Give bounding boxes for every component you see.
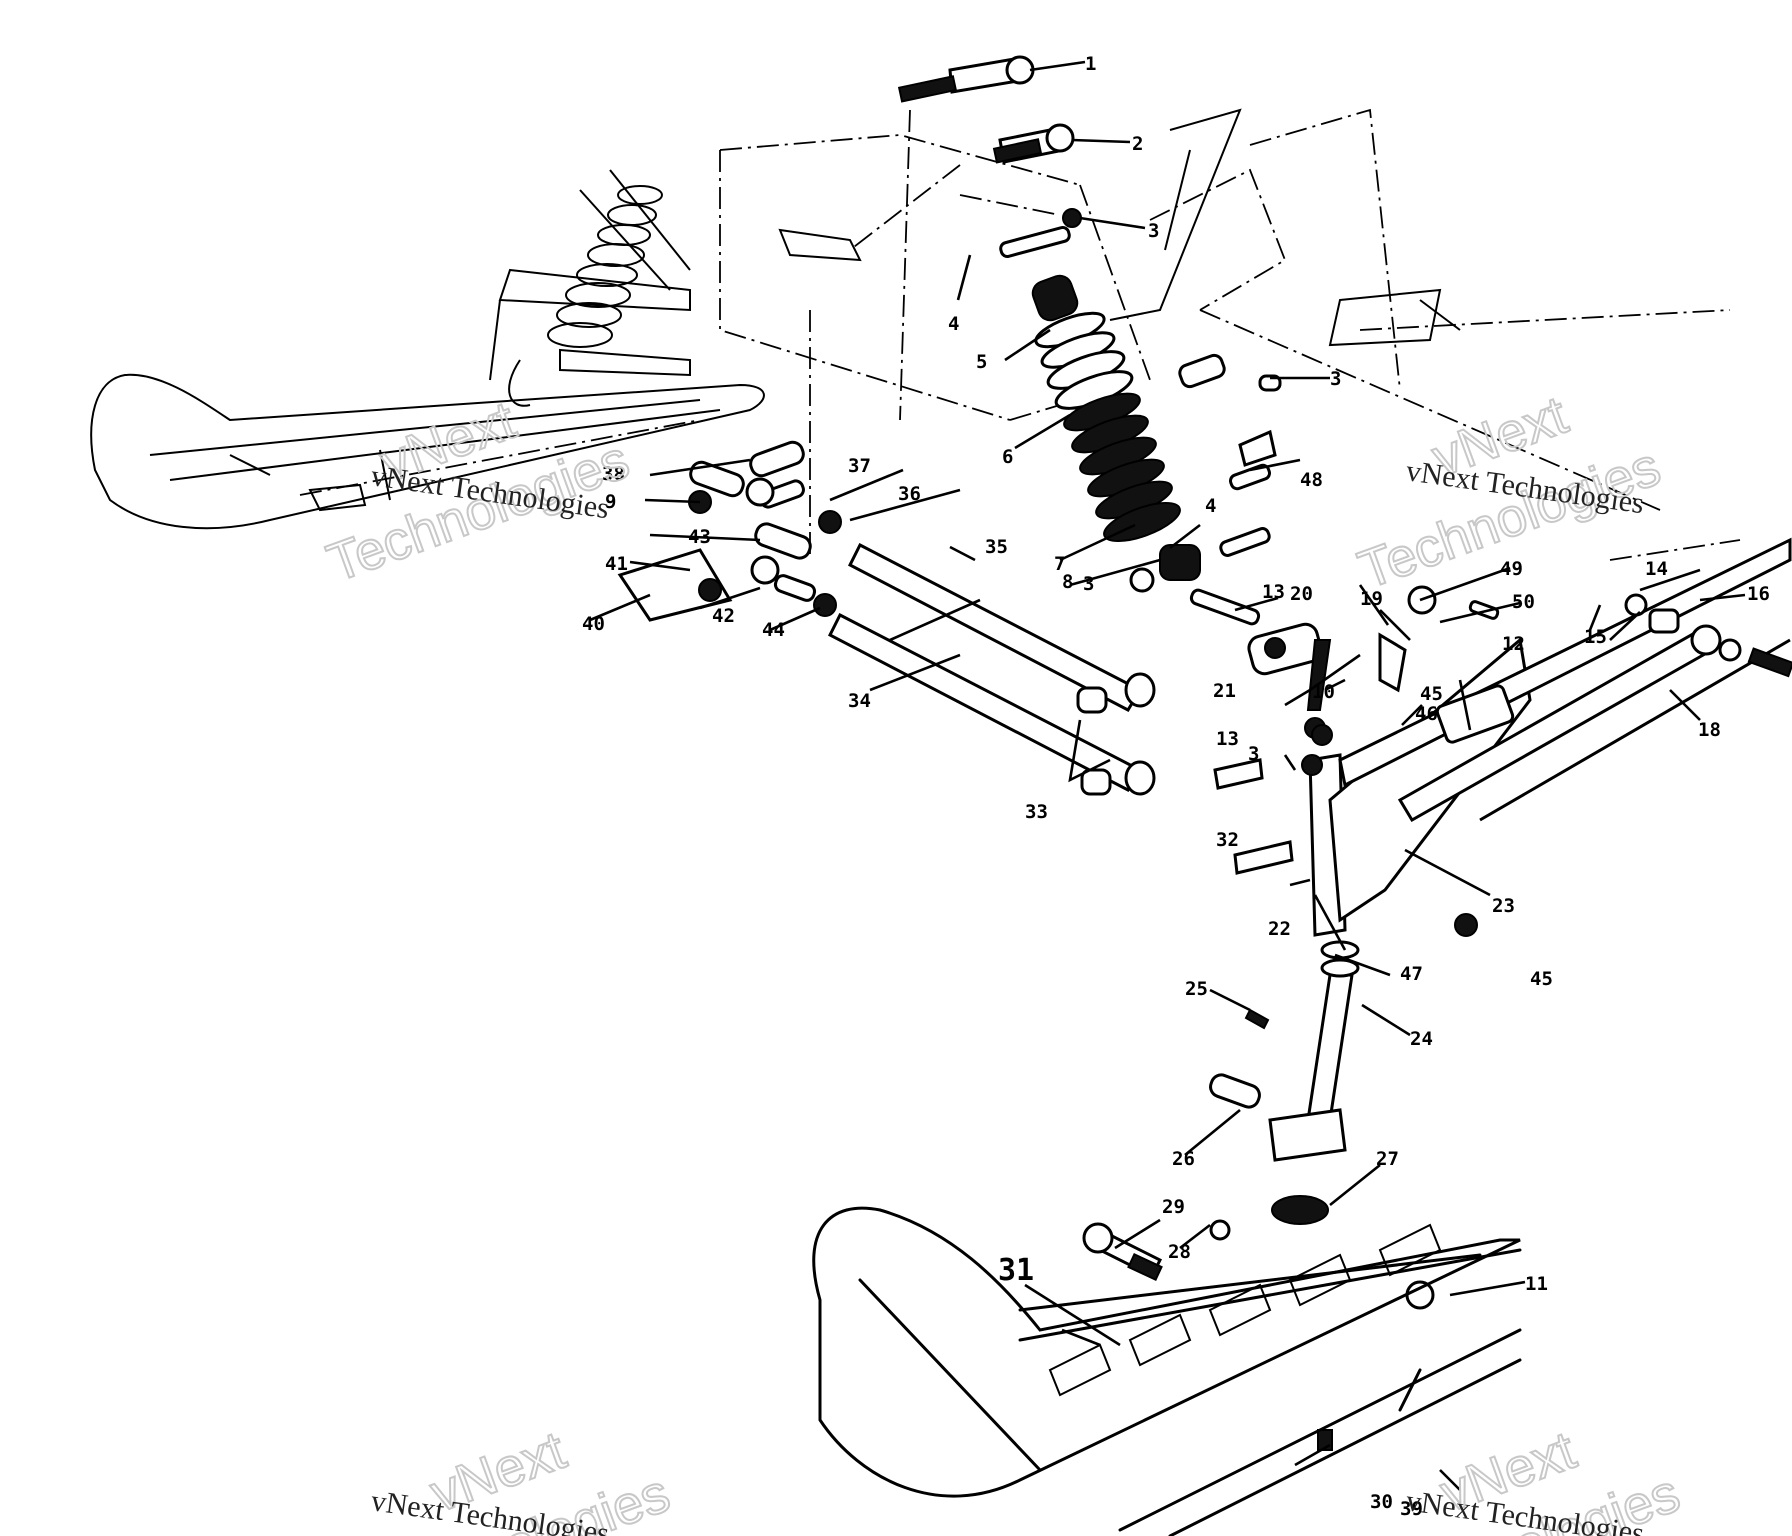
callout-44: 44 bbox=[762, 619, 785, 641]
callout-48: 48 bbox=[1300, 469, 1323, 491]
callout-27: 27 bbox=[1376, 1148, 1399, 1170]
callout-6: 6 bbox=[1002, 446, 1013, 468]
callout-13: 13 bbox=[1262, 581, 1285, 603]
left-brackets bbox=[617, 440, 842, 622]
bolt-1-axis bbox=[899, 109, 911, 421]
callout-10: 10 bbox=[1312, 681, 1335, 703]
callout-37: 37 bbox=[848, 455, 871, 477]
callout-24: 24 bbox=[1410, 1028, 1433, 1050]
callout-11: 11 bbox=[1525, 1273, 1548, 1295]
callout-labels: 1 2 3 3 3 3 4 4 5 6 7 8 10 11 12 13 13 1… bbox=[582, 53, 1770, 1520]
callout-28: 28 bbox=[1168, 1241, 1191, 1263]
callout-3: 3 bbox=[1083, 573, 1094, 595]
callout-38: 38 bbox=[602, 463, 625, 485]
front-shock-absorber bbox=[1031, 274, 1201, 581]
callout-16: 16 bbox=[1747, 583, 1770, 605]
callout-4: 4 bbox=[948, 313, 959, 335]
steering-arm-18 bbox=[1397, 593, 1792, 823]
callout-41: 41 bbox=[605, 553, 628, 575]
callout-2: 2 bbox=[1132, 133, 1143, 155]
bolt-2-axis bbox=[849, 164, 961, 251]
left-ski-phantom bbox=[90, 373, 765, 530]
callout-3: 3 bbox=[1330, 368, 1341, 390]
callout-26: 26 bbox=[1172, 1148, 1195, 1170]
callout-45: 45 bbox=[1420, 683, 1443, 705]
callout-40: 40 bbox=[582, 613, 605, 635]
bolt-2 bbox=[992, 123, 1075, 164]
callout-50: 50 bbox=[1512, 591, 1535, 613]
callout-15: 15 bbox=[1584, 626, 1607, 648]
callout-39: 39 bbox=[1400, 1498, 1423, 1520]
spindle-24 bbox=[1268, 940, 1360, 1225]
callout-43: 43 bbox=[688, 526, 711, 548]
callout-22: 22 bbox=[1268, 918, 1291, 940]
callout-21: 21 bbox=[1213, 680, 1236, 702]
callout-30: 30 bbox=[1370, 1491, 1393, 1513]
callout-29: 29 bbox=[1162, 1196, 1185, 1218]
callout-12: 12 bbox=[1502, 633, 1525, 655]
callout-31: 31 bbox=[998, 1253, 1034, 1288]
callout-42: 42 bbox=[712, 605, 735, 627]
callout-25: 25 bbox=[1185, 978, 1208, 1000]
callout-8: 8 bbox=[1062, 571, 1073, 593]
callout-19: 19 bbox=[1360, 588, 1383, 610]
callout-35: 35 bbox=[985, 536, 1008, 558]
front-ski-31 bbox=[812, 1206, 1522, 1536]
callout-32: 32 bbox=[1216, 829, 1239, 851]
lower-control-arm-34 bbox=[827, 612, 1156, 796]
callout-18: 18 bbox=[1698, 719, 1721, 741]
callout-5: 5 bbox=[976, 351, 987, 373]
callout-47: 47 bbox=[1400, 963, 1423, 985]
left-shock-phantom bbox=[489, 169, 691, 407]
frame-bulkhead-phantom bbox=[719, 108, 1741, 561]
callout-3: 3 bbox=[1148, 220, 1159, 242]
callout-13: 13 bbox=[1216, 728, 1239, 750]
bushings-33 bbox=[1076, 686, 1112, 796]
callout-46: 46 bbox=[1415, 703, 1438, 725]
callout-45: 45 bbox=[1530, 968, 1553, 990]
callout-49: 49 bbox=[1500, 558, 1523, 580]
callout-9: 9 bbox=[605, 491, 616, 513]
callout-7: 7 bbox=[1054, 553, 1065, 575]
callout-33: 33 bbox=[1025, 801, 1048, 823]
leader-lines bbox=[589, 60, 1746, 1491]
callout-14: 14 bbox=[1645, 558, 1668, 580]
small-parts bbox=[999, 208, 1515, 1451]
bolt-1 bbox=[897, 55, 1035, 103]
callout-3: 3 bbox=[1248, 743, 1259, 765]
callout-36: 36 bbox=[898, 483, 921, 505]
callout-1: 1 bbox=[1085, 53, 1096, 75]
callout-23: 23 bbox=[1492, 895, 1515, 917]
callout-34: 34 bbox=[848, 690, 871, 712]
callout-20: 20 bbox=[1290, 583, 1313, 605]
upper-control-arm-35 bbox=[847, 542, 1156, 712]
callout-4: 4 bbox=[1205, 495, 1216, 517]
